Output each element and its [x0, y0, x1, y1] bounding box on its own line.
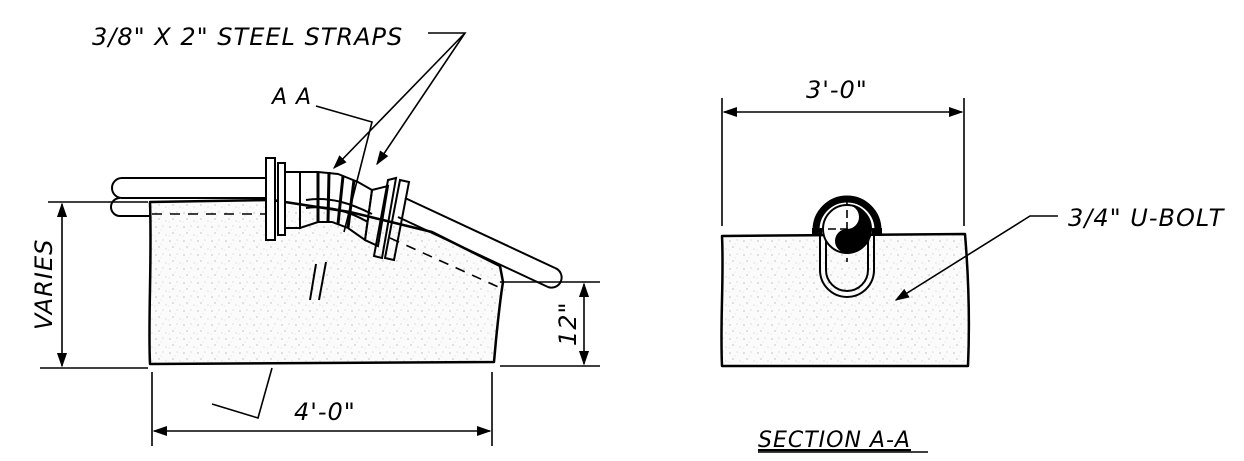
- u-bolt: [819, 232, 875, 298]
- twelve-inch-label: 12": [554, 301, 582, 346]
- section-cut-line: [315, 105, 373, 233]
- section-concrete-block: [720, 232, 971, 368]
- u-bolt-leader: [894, 215, 1058, 301]
- section-mark-label: A A: [270, 85, 312, 110]
- twelve-inch-dimension: [500, 281, 600, 367]
- pipe-section: [812, 195, 882, 262]
- three-foot-label: 3'-0": [806, 76, 868, 104]
- steel-straps-label: 3/8" X 2" STEEL STRAPS: [92, 23, 403, 51]
- flange-left: [265, 157, 301, 241]
- elevation-view: 3/8" X 2" STEEL STRAPS A A VARIES 12" 4'…: [30, 23, 600, 446]
- steel-strap: [316, 171, 331, 223]
- pipe-hidden-line: [389, 237, 506, 291]
- u-bolt-label: 3/4" U-BOLT: [1068, 204, 1226, 232]
- four-foot-dimension: [151, 372, 493, 446]
- break-mark: [211, 367, 273, 420]
- concrete-block: [148, 198, 505, 366]
- steel-straps-leader: [332, 32, 467, 170]
- section-title: SECTION A-A: [758, 428, 911, 453]
- flange-right: [363, 176, 411, 262]
- rebar-marks: [309, 261, 327, 301]
- section-a-a-view: 3'-0" 3/4" U-BOLT SECTION A-A: [720, 76, 1226, 453]
- four-foot-label: 4'-0": [294, 398, 356, 426]
- varies-label: VARIES: [30, 239, 58, 330]
- three-foot-dimension: [721, 98, 965, 226]
- pipe-horizontal: [110, 177, 272, 217]
- pipe-sloped: [397, 197, 563, 289]
- varies-dimension: [40, 201, 148, 369]
